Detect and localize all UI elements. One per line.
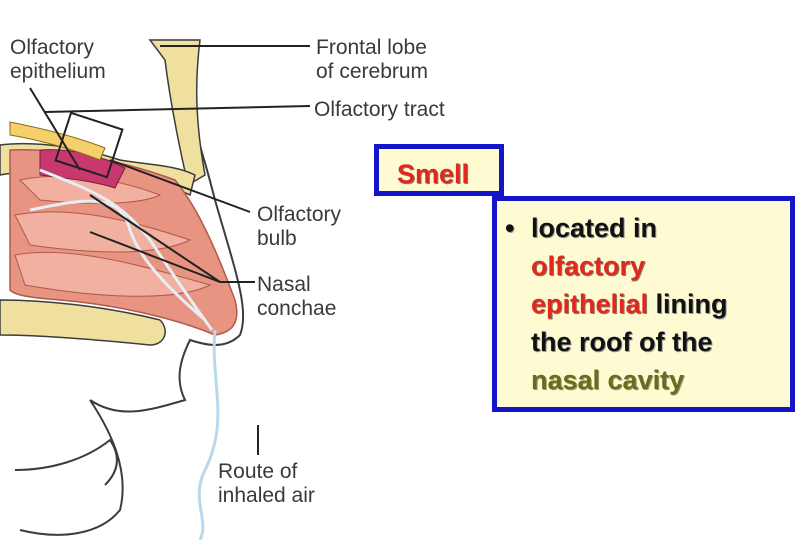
info-line-3: epithelial lining [505,285,790,323]
info-line-5-text: nasal cavity [531,365,685,395]
info-line-2: olfactory [505,247,790,285]
smell-info-text: •located in olfactory epithelial lining … [505,209,790,399]
info-line-5: nasal cavity [505,361,790,399]
label-olfactory-bulb: Olfactory bulb [257,203,341,251]
label-frontal-lobe-line2: of cerebrum [316,60,429,83]
label-nasal-conchae-line2: conchae [257,297,337,320]
label-olfactory-epithelium-line1: Olfactory [10,36,95,59]
label-olfactory-epithelium-line2: epithelium [10,60,106,83]
olfactory-tract-nerve [9,121,106,161]
middle-concha [14,211,192,253]
smell-info-box: •located in olfactory epithelial lining … [492,196,795,412]
inhaled-airflow-line-1 [197,329,220,540]
smell-title: Smell [397,159,470,189]
leader-lines [29,45,311,455]
label-route-inhaled-air-line2: inhaled air [218,484,315,507]
lip-outline [14,438,118,486]
info-line-4: the roof of the [505,323,790,361]
label-olfactory-bulb-line1: Olfactory [257,203,342,226]
leader-olfactory-tract [44,105,311,113]
label-olfactory-bulb-line2: bulb [257,227,297,250]
leader-nasal-conchae-2 [89,231,221,283]
label-frontal-lobe-line1: Frontal lobe [316,36,427,59]
bullet-glyph: • [505,213,515,243]
inferior-concha [14,251,212,297]
info-line-1-text: located in [531,213,658,243]
label-nasal-conchae-line1: Nasal [257,273,311,296]
info-line-3-text: lining [648,289,728,319]
info-line-4-text: the roof of the [531,327,713,357]
label-olfactory-epithelium: Olfactory epithelium [10,36,106,84]
inhaled-airflow-line-3 [29,199,206,322]
leader-olfactory-epithelium [29,87,81,171]
inhaled-airflow-line-2 [39,168,214,331]
info-line-1: • located in [505,209,790,247]
magnified-region-box [54,111,124,179]
leader-olfactory-bulb [109,159,251,213]
info-line-2-text: olfactory [531,251,646,281]
label-nasal-conchae: Nasal conchae [257,273,336,321]
hard-palate-bone [0,299,166,346]
label-route-inhaled-air-line1: Route of [218,460,298,483]
label-route-inhaled-air: Route of inhaled air [218,460,315,508]
smell-title-box: Smell [374,144,504,196]
label-olfactory-tract: Olfactory tract [314,98,445,121]
frontal-bone [148,39,206,187]
info-line-3-highlight: epithelial [531,289,649,319]
label-frontal-lobe: Frontal lobe of cerebrum [316,36,428,84]
